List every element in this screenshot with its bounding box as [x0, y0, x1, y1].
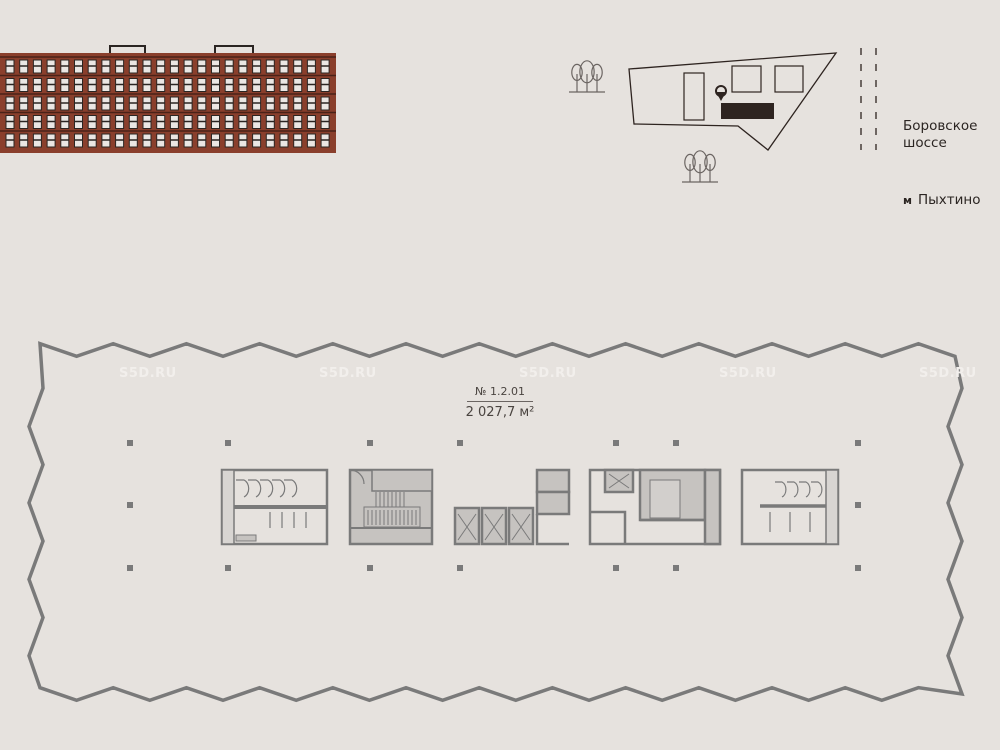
tree-icon [682, 150, 718, 183]
site-outline [628, 52, 838, 151]
column [613, 440, 619, 446]
column [673, 440, 679, 446]
column [225, 565, 231, 571]
watermark: S5D.RU [319, 366, 377, 381]
column [855, 565, 861, 571]
watermark: S5D.RU [919, 366, 977, 381]
map-pin-icon [715, 85, 727, 101]
stair-core [348, 468, 434, 546]
road-label-line2: шоссе [903, 135, 947, 151]
building-outline [774, 65, 804, 93]
watermark: S5D.RU [519, 366, 577, 381]
road-label-line1: Боровское [903, 118, 978, 134]
column [457, 565, 463, 571]
column [127, 502, 133, 508]
column [225, 440, 231, 446]
column [367, 440, 373, 446]
tree-icon [569, 60, 605, 93]
selected-building [721, 103, 774, 119]
roof-structure [109, 45, 254, 53]
service-core [588, 468, 722, 546]
column [127, 565, 133, 571]
restroom-core-left [220, 468, 329, 546]
column [457, 440, 463, 446]
column [855, 440, 861, 446]
column [855, 502, 861, 508]
column [127, 440, 133, 446]
structural-columns [127, 440, 861, 571]
restroom-core-right [740, 468, 840, 546]
column [367, 565, 373, 571]
metro-m-icon: м [903, 194, 912, 207]
road-label: Боровское шоссе [903, 118, 977, 152]
metro-station-name: Пыхтино [918, 192, 981, 208]
building-outline [683, 72, 705, 121]
column [613, 565, 619, 571]
unit-label[interactable]: № 1.2.01 2 027,7 м² [440, 380, 560, 420]
elevator-core [453, 468, 571, 546]
building-outline [731, 65, 762, 93]
location-map [569, 48, 877, 183]
floor-outline [27, 341, 965, 703]
metro-station: м Пыхтино [903, 192, 981, 208]
building-facade [0, 45, 336, 153]
unit-number: № 1.2.01 [467, 385, 533, 402]
column [673, 565, 679, 571]
watermark: S5D.RU [719, 366, 777, 381]
watermark: S5D.RU [119, 366, 177, 381]
unit-area: 2 027,7 м² [465, 405, 535, 420]
